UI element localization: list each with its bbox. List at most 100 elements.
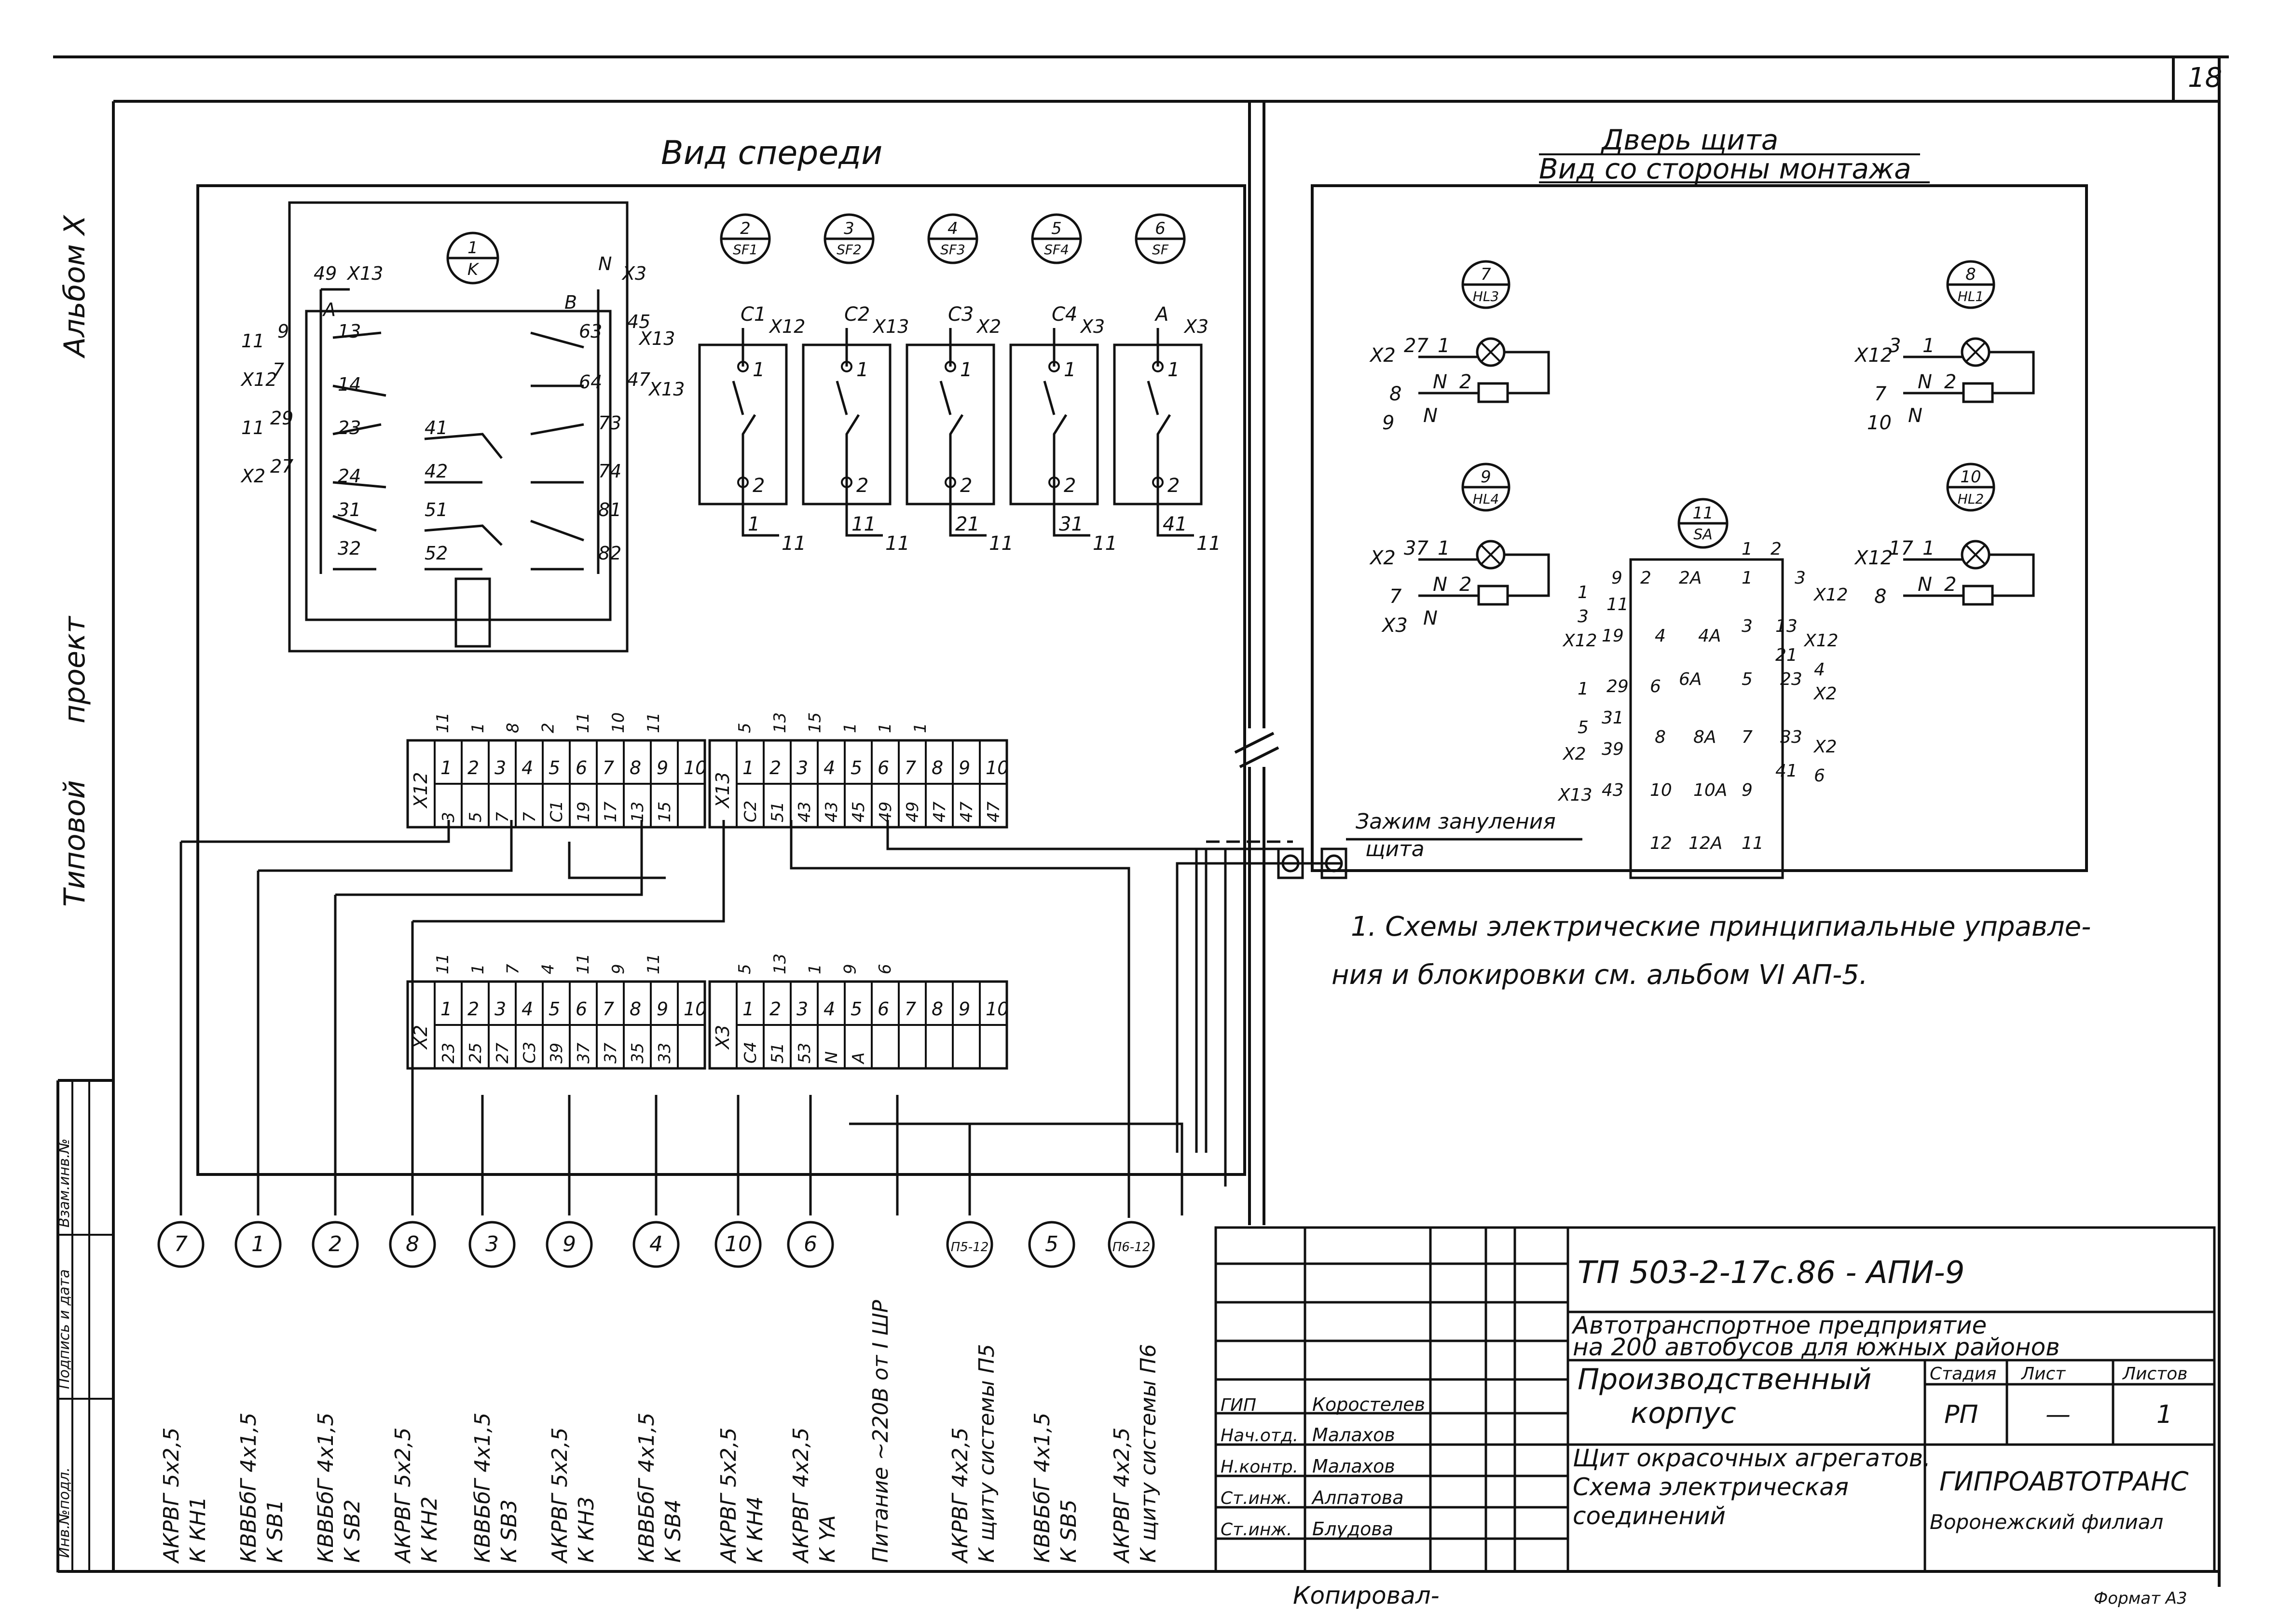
- breaker-pole-2: 2: [1064, 475, 1076, 497]
- breaker-pole-1: 1: [1064, 359, 1076, 381]
- cable-type: АКРВГ 4х2,5: [948, 1427, 973, 1564]
- switch-terminal-label: 10A: [1693, 780, 1727, 800]
- strip-wire: 49: [903, 802, 922, 822]
- strip-position: 7: [905, 998, 916, 1020]
- strip-wire: 43: [795, 802, 814, 822]
- relay-terminal-label: 41: [425, 417, 448, 438]
- cable-num: 1: [251, 1232, 265, 1256]
- strip-position: 2: [467, 757, 479, 778]
- strip-top-wire: 5: [735, 964, 755, 974]
- breaker-top-wire: C3: [948, 303, 974, 326]
- strip-position: 6: [576, 998, 587, 1020]
- relay-terminal-label: X2: [240, 465, 265, 487]
- cable-destination: К щиту системы П5: [975, 1344, 999, 1563]
- strip-wire: 33: [655, 1043, 674, 1064]
- device-4-code: SF3: [940, 242, 965, 258]
- note-line-1: 1. Схемы электрические принципиальные уп…: [1351, 911, 2091, 942]
- cable-num: 7: [174, 1232, 188, 1256]
- strip-wire: 7: [520, 812, 539, 822]
- lamp-terminal-label: N: [1423, 405, 1438, 427]
- switch-terminal-label: 8A: [1693, 727, 1716, 747]
- relay-terminal-label: 47: [627, 369, 650, 390]
- strip-position: 1: [440, 998, 452, 1020]
- lamp-code: HL4: [1473, 491, 1499, 507]
- strip-top-wire: 5: [735, 723, 755, 733]
- switch-terminal-label: 19: [1602, 626, 1624, 646]
- strip-top-wire: 9: [609, 964, 628, 974]
- relay-terminal-label: X12: [240, 369, 277, 390]
- switch-terminal-label: 2A: [1679, 568, 1702, 588]
- strip-position: 4: [522, 757, 533, 778]
- breaker-out-wire: 11: [782, 532, 806, 555]
- relay-terminal-label: 9: [277, 321, 289, 342]
- lamp-num: 10: [1960, 467, 1981, 487]
- side-label-project: проект: [58, 615, 92, 723]
- strip-position: 10: [986, 998, 1009, 1020]
- strip-position: 4: [824, 998, 835, 1020]
- cable-type: Питание ~220В от I ШР: [868, 1300, 893, 1563]
- staff-role: Н.контр.: [1221, 1457, 1298, 1477]
- lamp-terminal-label: 27: [1404, 335, 1428, 357]
- device-1-code: K: [467, 260, 480, 279]
- strip-wire: 17: [601, 801, 620, 822]
- cable-type: КВВБбГ 4х1,5: [470, 1413, 495, 1563]
- strip-top-wire: 10: [609, 712, 628, 733]
- strip-position: 4: [522, 998, 533, 1020]
- sheets-value: 1: [2156, 1400, 2172, 1429]
- strip-wire: C2: [741, 801, 760, 822]
- switch-terminal-label: 1: [1578, 679, 1589, 699]
- relay-terminal-label: 13: [338, 321, 361, 342]
- strip-position: 10: [684, 998, 707, 1020]
- cable-destination: К SB2: [340, 1500, 365, 1563]
- strip-position: 5: [549, 757, 560, 778]
- breaker-bottom-wire: 1: [748, 513, 760, 535]
- device-6-num: 6: [1155, 219, 1166, 238]
- relay-terminal-label: 23: [338, 417, 361, 438]
- lamp-terminal-label: 8: [1389, 383, 1401, 405]
- switch-terminal-label: 9: [1611, 568, 1622, 588]
- strip-top-wire: 11: [433, 712, 453, 733]
- strip-position: 8: [630, 757, 641, 778]
- staff-role: Ст.инж.: [1221, 1520, 1292, 1540]
- strip-top-wire: 9: [840, 964, 860, 974]
- cable-num: 6: [804, 1232, 817, 1256]
- relay-terminal-label: X13: [648, 379, 685, 400]
- breaker-pole-2: 2: [753, 475, 765, 497]
- cable-type: КВВБбГ 4х1,5: [634, 1413, 659, 1563]
- ground-label-2: щита: [1365, 837, 1425, 861]
- lamp-terminal-label: 1: [1922, 335, 1935, 357]
- strip-id: X13: [712, 772, 733, 809]
- strip-top-wire: 11: [433, 954, 453, 974]
- strip-top-wire: 8: [504, 723, 523, 733]
- format-label: Формат А3: [2094, 1589, 2187, 1608]
- wiring: [179, 820, 1341, 1218]
- sheet-frame: [53, 55, 2229, 1587]
- strip-position: 10: [986, 757, 1009, 778]
- switch-terminal-label: 6: [1650, 677, 1661, 696]
- strip-wire: 45: [849, 802, 868, 822]
- album-label: Альбом Х: [58, 214, 92, 359]
- switch-terminal-label: 33: [1780, 727, 1802, 747]
- strip-top-wire: 6: [876, 964, 895, 974]
- stamp-column: [58, 1080, 113, 1571]
- strip-top-wire: 13: [770, 712, 790, 733]
- lamp-num: 7: [1481, 265, 1491, 284]
- relay-terminal-label: 74: [598, 461, 621, 482]
- strip-top-wire: 11: [574, 954, 593, 974]
- strip-position: 8: [932, 998, 943, 1020]
- relay-terminal-label: B: [564, 292, 577, 313]
- drawing-code: ТП 503-2-17с.86 - АПИ-9: [1578, 1255, 1964, 1291]
- cable-num: П5-12: [951, 1240, 989, 1255]
- device-3-code: SF2: [837, 242, 862, 258]
- lamp-terminal-label: 1: [1438, 537, 1450, 560]
- strip-wire: 23: [439, 1043, 458, 1064]
- ground-clamp: [1277, 838, 1582, 879]
- relay-terminal-label: 64: [579, 371, 602, 393]
